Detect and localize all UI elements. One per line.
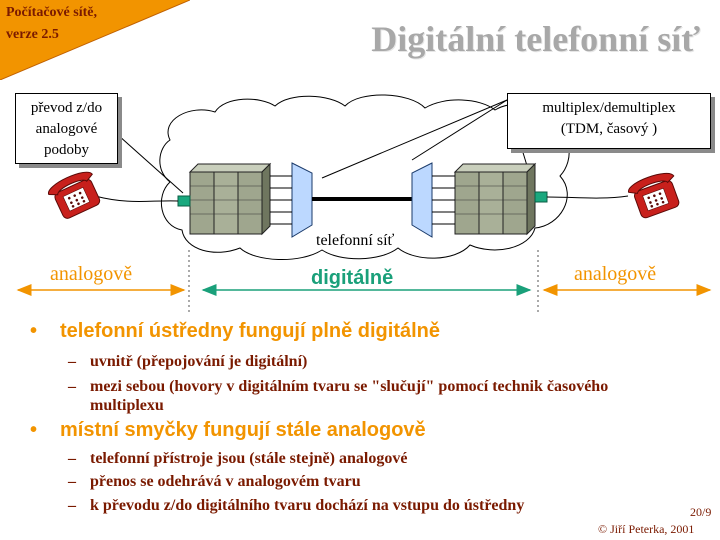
exchange-left [188,162,272,236]
network-diagram [16,94,712,314]
sub-bullet-text: k převodu z/do digitálního tvaru dochází… [90,497,525,514]
zone-label-analog-right: analogově [574,263,657,285]
converter-callout-line: podoby [44,142,89,158]
zone-label-digital: digitálně [311,267,394,289]
sub-bullet-text: mezi sebou (hovory v digitálním tvaru se… [90,378,609,414]
slide-title: Digitální telefonní síť [371,19,700,59]
sub-bullet-dash: – [68,450,76,467]
mux-callout-line: (TDM, časový ) [560,121,658,137]
demultiplexer [411,162,455,238]
sub-bullet-text: uvnitř (přepojování je digitální) [90,353,308,370]
sub-bullet-text: telefonní přístroje jsou (stále stejně) … [90,450,408,467]
course-label: Počítačové sítě, [6,5,97,20]
version-label: verze 2.5 [6,27,59,42]
sub-bullet-dash: – [68,378,76,395]
exchange-right [453,162,537,236]
converter-callout: převod z/do analogové podoby [15,93,118,164]
network-label: telefonní síť [316,232,395,249]
telephone-right-icon [628,172,680,219]
copyright: © Jiří Peterka, 2001 [598,522,695,536]
converter-right [534,191,548,203]
page-number: 20/9 [690,505,712,519]
corner-badge [0,0,190,80]
bullet-1-text: telefonní ústředny fungují plně digitáln… [60,320,440,342]
mux-callout: multiplex/demultiplex (TDM, časový ) [507,93,711,149]
mux-callout-line: multiplex/demultiplex [542,100,676,116]
telephone-left-icon [48,171,101,219]
converter-callout-line: převod z/do [30,100,103,116]
sub-bullet-dash: – [68,497,76,514]
multiplexer [270,162,313,238]
zone-label-analog-left: analogově [50,263,133,285]
sub-bullet-dash: – [68,353,76,370]
sub-bullet-text: přenos se odehrává v analogovém tvaru [90,473,361,490]
bullet-dot: • [30,419,38,441]
bullet-2-text: místní smyčky fungují stále analogově [60,419,426,441]
bullet-dot: • [30,320,38,342]
converter-left [177,195,191,207]
converter-callout-line: analogové [35,121,98,137]
sub-bullet-dash: – [68,473,76,490]
